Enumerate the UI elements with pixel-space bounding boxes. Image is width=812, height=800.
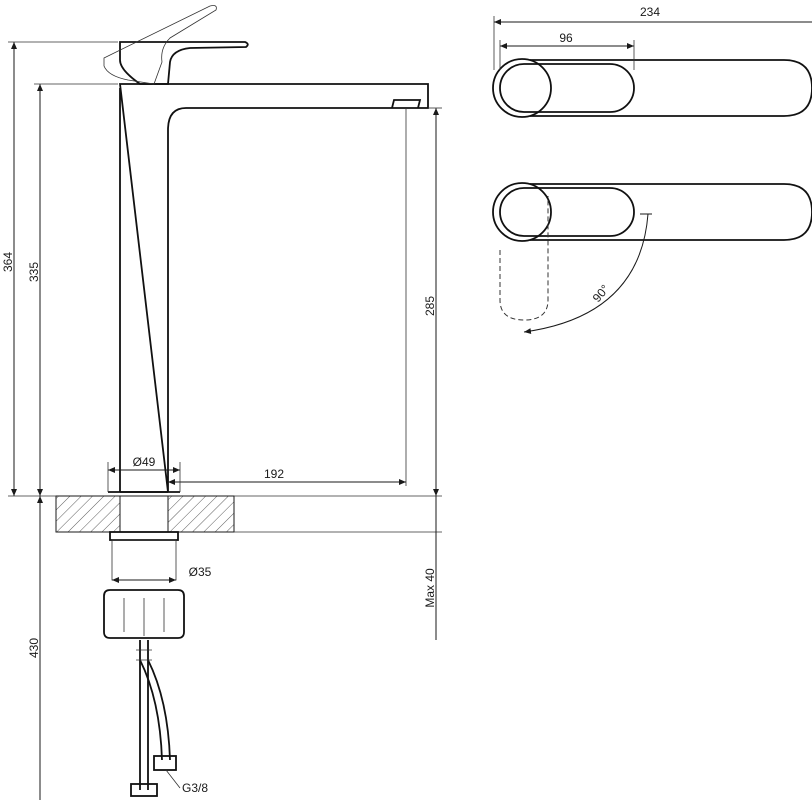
lever-ghost-top: [499, 196, 549, 321]
lever-handle: [119, 41, 249, 85]
counter-section: [55, 495, 235, 797]
hose-connector-right: [153, 755, 177, 771]
top-dimension-lines: [493, 16, 812, 70]
dim-base-diameter: Ø49: [133, 455, 156, 469]
top-view-closed: [492, 58, 812, 118]
hose-connector-left: [130, 783, 158, 797]
faucet-body: [118, 83, 429, 493]
dim-spout-height: 335: [27, 262, 41, 282]
dim-outlet-height: 285: [423, 296, 437, 316]
lever-top-open: [499, 187, 635, 237]
hose-left: [139, 640, 149, 790]
dim-total-height: 364: [1, 252, 15, 272]
lever-top-closed: [499, 63, 635, 113]
dim-shank-diameter: Ø35: [189, 565, 212, 579]
dim-connector: G3/8: [182, 781, 208, 795]
top-view-rotated: [492, 182, 812, 335]
dim-max-counter: Max 40: [423, 568, 437, 608]
faucet-side-view: [103, 5, 429, 493]
dim-hose-length: 430: [27, 638, 41, 658]
dimension-lines: [8, 41, 442, 800]
dim-reach: 192: [264, 467, 284, 481]
dim-rotation-angle: 90°: [590, 282, 613, 305]
hose-right: [139, 659, 171, 761]
dim-top-total-length: 234: [640, 5, 660, 19]
dim-top-lever-length: 96: [559, 31, 573, 45]
lever-ghost: [103, 5, 217, 85]
aerator: [391, 99, 422, 109]
mounting-nut: [103, 589, 185, 639]
